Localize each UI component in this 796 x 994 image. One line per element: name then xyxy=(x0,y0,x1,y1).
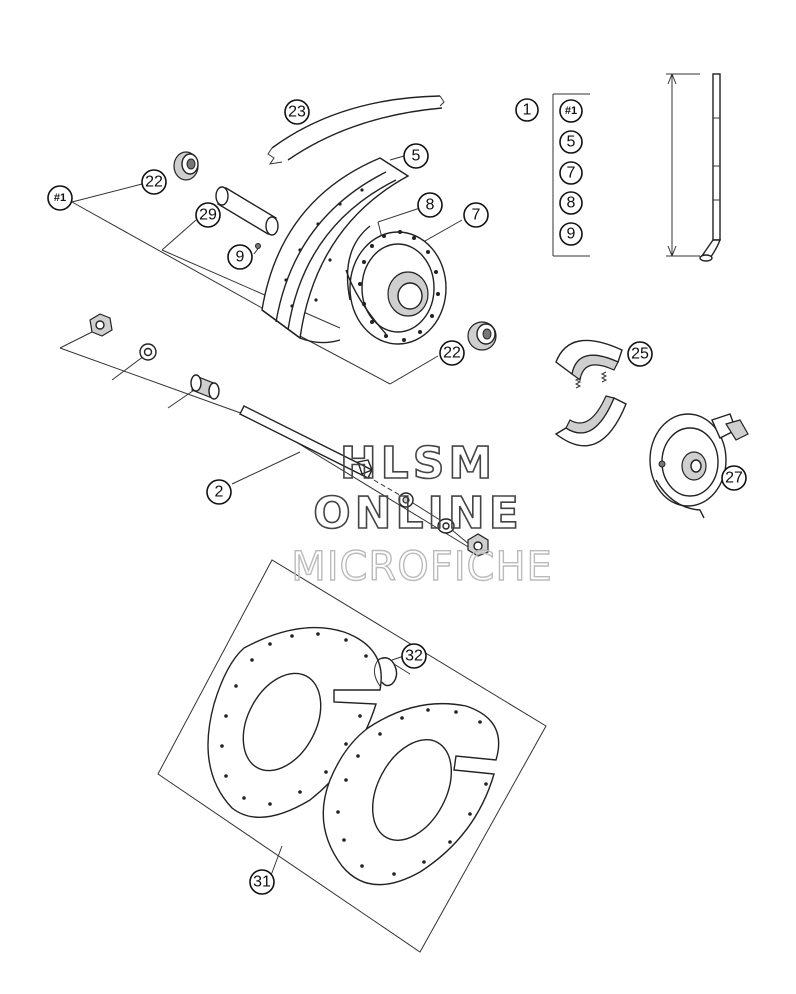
kit-item-4: 8 xyxy=(559,191,583,215)
svg-text:7: 7 xyxy=(567,165,576,182)
svg-text:1: 1 xyxy=(523,102,532,119)
svg-text:2: 2 xyxy=(215,484,224,501)
watermark-line-1: HLSM xyxy=(340,438,496,489)
callout-part-8: 8 xyxy=(417,192,443,218)
svg-text:31: 31 xyxy=(253,874,271,891)
callout-bearing-lower: 22 xyxy=(439,340,465,366)
svg-text:9: 9 xyxy=(236,249,245,266)
brake-shoes xyxy=(554,339,627,447)
svg-text:#1: #1 xyxy=(565,105,577,117)
small-ball xyxy=(255,243,261,249)
axle-shaft xyxy=(239,405,373,479)
spacer-left xyxy=(190,374,220,400)
callout-part-7: 7 xyxy=(463,202,489,228)
callout-rim: 5 xyxy=(403,143,429,169)
callout-spacer-tube: 29 xyxy=(195,202,221,228)
spacer-tube xyxy=(215,186,279,236)
callout-axle: 2 xyxy=(206,479,232,505)
callout-brake-panel: 27 xyxy=(721,465,747,491)
svg-text:#1: #1 xyxy=(54,192,66,204)
tire-segment xyxy=(267,95,445,165)
wheel-rim xyxy=(261,157,410,344)
bearing-lower xyxy=(467,321,497,351)
callout-gaskets: 31 xyxy=(249,869,275,895)
callout-strap: 32 xyxy=(401,643,427,669)
spacer-right xyxy=(398,492,414,508)
kit-item-3: 7 xyxy=(559,161,583,185)
callout-brake-shoes: 25 xyxy=(627,341,653,367)
watermark: HLSM ONLINE MICROFICHE xyxy=(290,437,553,591)
svg-text:5: 5 xyxy=(567,134,576,151)
watermark-line-2: ONLINE xyxy=(313,488,523,539)
svg-text:29: 29 xyxy=(199,207,217,224)
callout-tire: 23 xyxy=(284,99,310,125)
callout-bearing-upper: 22 xyxy=(141,169,167,195)
svg-text:8: 8 xyxy=(567,195,576,212)
axle-nut-right xyxy=(467,533,489,557)
kit-number-callout: 1 xyxy=(515,98,539,122)
svg-text:5: 5 xyxy=(412,148,421,165)
watermark-line-3: MICROFICHE xyxy=(291,544,553,590)
kit-legend: 1 #1 5 7 8 9 xyxy=(515,93,590,257)
kit-item-2: 5 xyxy=(559,130,583,154)
spoke-detail xyxy=(667,73,722,262)
svg-text:27: 27 xyxy=(725,470,743,487)
washer-right xyxy=(437,518,455,534)
kit-item-5: 9 xyxy=(559,222,583,246)
callout-part-9: 9 xyxy=(227,244,253,270)
svg-text:22: 22 xyxy=(145,174,163,191)
washer-left xyxy=(139,343,157,361)
gasket-group xyxy=(157,559,547,953)
svg-text:32: 32 xyxy=(405,648,423,665)
svg-text:9: 9 xyxy=(567,226,576,243)
svg-text:8: 8 xyxy=(426,197,435,214)
callout-kit-1: #1 xyxy=(47,185,73,211)
axle-nut-left xyxy=(89,313,113,337)
svg-text:7: 7 xyxy=(472,207,481,224)
svg-text:22: 22 xyxy=(443,345,461,362)
kit-item-1: #1 xyxy=(559,99,583,123)
wheel-hub xyxy=(345,225,447,345)
svg-text:23: 23 xyxy=(288,104,306,121)
cable-strap xyxy=(374,657,411,687)
bearing-upper xyxy=(173,151,199,181)
svg-text:25: 25 xyxy=(631,346,649,363)
brake-panel xyxy=(649,413,749,519)
